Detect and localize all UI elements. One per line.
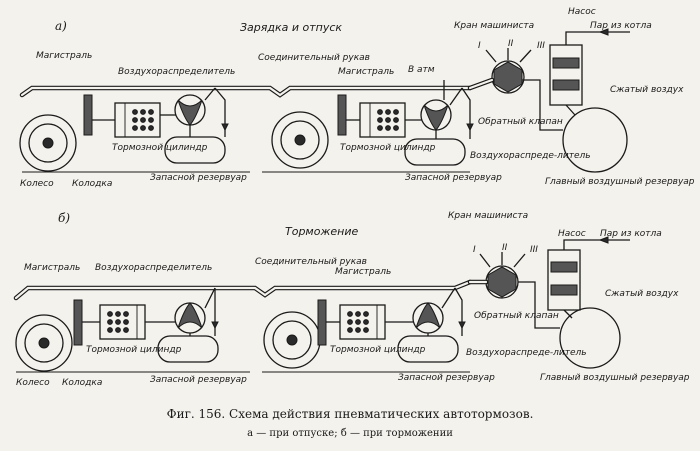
spare-reservoir-1-b — [157, 288, 219, 363]
label-check-valve-b: Обратный клапан — [474, 311, 559, 321]
label-hose-b: Соединительный рукав — [255, 257, 367, 267]
label-air-distributor-2-a: Воздухораспреде-литель — [470, 151, 591, 161]
label-steam-b: Пар из котла — [600, 229, 662, 239]
label-pump-a: Насос — [568, 7, 596, 17]
label-check-valve-a: Обратный клапан — [478, 117, 563, 127]
label-driver-valve-b: Кран машиниста — [448, 211, 528, 221]
valve-pos-3-a: III — [537, 41, 545, 51]
wheel-2-a — [271, 111, 329, 169]
main-reservoir-b — [518, 281, 621, 369]
panel-b: б) Торможение — [13, 211, 690, 388]
panel-b-title: Торможение — [285, 225, 358, 238]
panel-a-title: Зарядка и отпуск — [240, 21, 342, 34]
panel-b-letter: б) — [58, 211, 70, 225]
label-compressed-air-b: Сжатый воздух — [605, 289, 679, 299]
shoe-1-b — [73, 299, 83, 346]
brake-cylinder-1-b — [82, 304, 146, 340]
label-main-line-2-b: Магистраль — [335, 267, 391, 277]
panel-a: а) Зарядка и отпуск — [19, 7, 695, 189]
label-spare-reservoir-a: Запасной резервуар — [150, 173, 247, 183]
spare-reservoir-2-b — [397, 287, 466, 363]
label-shoe-a: Колодка — [72, 179, 112, 189]
figure-caption: Фиг. 156. Схема действия пневматических … — [167, 407, 534, 421]
label-wheel-a: Колесо — [20, 179, 54, 189]
label-air-distributor-b: Воздухораспределитель — [95, 263, 212, 273]
label-main-line-b: Магистраль — [24, 263, 80, 273]
spare-reservoir-1-a — [164, 87, 229, 164]
valve-pos-1-a: I — [478, 41, 481, 51]
label-brake-cylinder-a: Тормозной цилиндр — [112, 143, 208, 153]
shoe-2-b — [317, 299, 327, 346]
valve-pos-1-b: I — [473, 245, 476, 255]
label-hose-a: Соединительный рукав — [258, 53, 370, 63]
label-shoe-b: Колодка — [62, 378, 102, 388]
air-distributor-1-a — [160, 87, 216, 126]
label-driver-valve-a: Кран машиниста — [454, 21, 534, 31]
air-distributor-2-b — [385, 287, 456, 334]
label-main-reservoir-a: Главный воздушный резервуар — [545, 177, 695, 187]
label-spare-reservoir-b: Запасной резервуар — [150, 375, 247, 385]
label-brake-cylinder-b: Тормозной цилиндр — [86, 345, 182, 355]
figure-subcaption: а — при отпуске; б — при торможении — [247, 428, 453, 439]
label-pump-b: Насос — [558, 229, 586, 239]
label-air-distributor-2-b: Воздухораспреде-литель — [466, 348, 587, 358]
label-brake-cylinder-2-b: Тормозной цилиндр — [330, 345, 426, 355]
brake-cylinder-2-a — [346, 102, 406, 138]
air-distributor-1-b — [145, 287, 216, 334]
main-reservoir-a — [522, 79, 628, 173]
pump-b — [547, 239, 600, 311]
valve-pos-3-b: III — [530, 245, 538, 255]
label-main-reservoir-b: Главный воздушный резервуар — [540, 373, 690, 383]
label-spare-reservoir-2-a: Запасной резервуар — [405, 173, 502, 183]
valve-pos-2-b: II — [502, 243, 508, 253]
main-pipe-b — [13, 279, 473, 301]
pump-a — [549, 31, 600, 106]
label-brake-cylinder-2-a: Тормозной цилиндр — [340, 143, 436, 153]
label-air-distributor-a: Воздухораспределитель — [118, 67, 235, 77]
label-spare-reservoir-2-b: Запасной резервуар — [398, 373, 495, 383]
label-wheel-b: Колесо — [16, 378, 50, 388]
wheel-1-b — [15, 314, 73, 372]
shoe-1-a — [83, 94, 93, 136]
label-steam-a: Пар из котла — [590, 21, 652, 31]
shoe-2-a — [337, 94, 347, 136]
panel-a-letter: а) — [55, 19, 67, 33]
valve-pos-2-a: II — [508, 39, 514, 49]
label-compressed-air-a: Сжатый воздух — [610, 85, 684, 95]
spare-reservoir-2-a — [404, 87, 474, 166]
driver-valve-b — [479, 252, 526, 299]
label-main-line-2-a: Магистраль — [338, 67, 394, 77]
brake-cylinder-1-a — [92, 102, 161, 138]
label-main-line-a: Магистраль — [36, 51, 92, 61]
brake-cylinder-2-b — [326, 304, 386, 340]
label-to-atm-a: В атм — [408, 65, 435, 75]
wheel-1-a — [19, 114, 77, 172]
wheel-2-b — [263, 311, 321, 369]
driver-valve-a — [485, 48, 532, 94]
